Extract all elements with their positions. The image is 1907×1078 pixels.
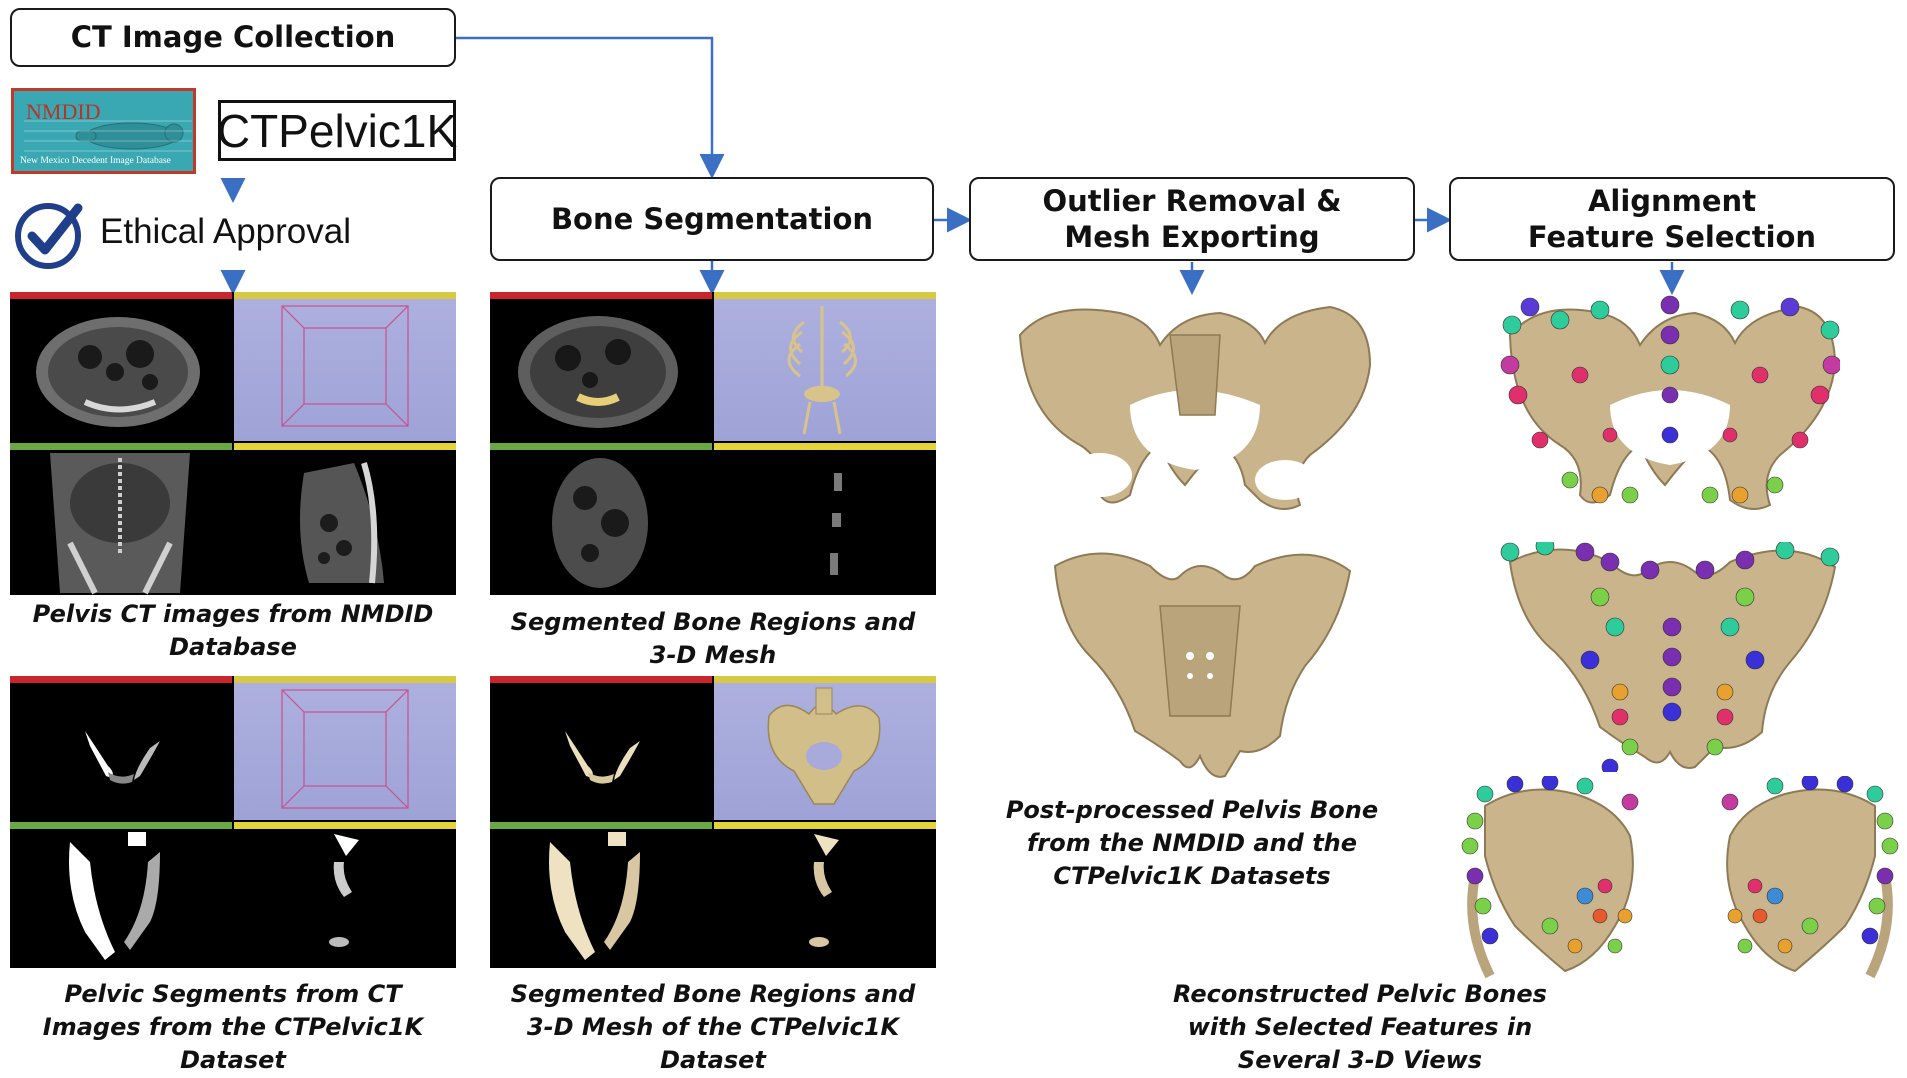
3d-empty-view <box>234 676 456 820</box>
caption-segmented-mesh: Segmented Bone Regions and 3-D Mesh <box>510 608 916 669</box>
axial-seg-view <box>490 292 712 441</box>
check-circle-icon <box>15 203 83 269</box>
coronal-mesh-view <box>490 822 712 968</box>
sagittal-view <box>234 443 456 595</box>
3d-pelvis-view <box>714 676 936 820</box>
segmentation-viewer-ctpelvic <box>490 676 936 968</box>
ctpelvic1k-logo: CTPelvic1K <box>216 100 458 161</box>
bone-segmentation-label: Bone Segmentation <box>550 201 874 236</box>
segment-viewer-ctpelvic <box>10 676 456 968</box>
caption-pelvis-ct: Pelvis CT images from NMDID Database <box>32 600 434 661</box>
ct-viewer-nmdid <box>10 292 456 595</box>
3d-skeleton-view <box>714 292 936 441</box>
sagittal-seg-view <box>714 443 936 595</box>
nmdid-logo-subtitle: New Mexico Decedent Image Database <box>20 156 171 166</box>
nmdid-logo: NMDID New Mexico Decedent Image Database <box>11 88 196 174</box>
caption-pelvic-segments: Pelvic Segments from CT Images from the … <box>42 980 424 1074</box>
nmdid-logo-title: NMDID <box>26 99 101 124</box>
3d-view <box>234 292 456 441</box>
pelvis-landmarks-front <box>1500 295 1840 510</box>
caption-segmented-mesh-ctpelvic: Segmented Bone Regions and 3-D Mesh of t… <box>510 980 916 1074</box>
axial-view <box>10 292 232 441</box>
alignment-feature-label: Alignment Feature Selection <box>1527 183 1817 254</box>
coronal-seg-view <box>490 443 712 595</box>
outlier-removal-label: Outlier Removal & Mesh Exporting <box>1042 183 1342 254</box>
ctpelvic1k-label: CTPelvic1K <box>216 104 458 157</box>
coronal-segments-view <box>10 822 232 968</box>
pelvis-mesh-back <box>1053 552 1352 778</box>
sagittal-segments-view <box>234 822 456 968</box>
arrow-collection-to-segmentation <box>456 36 725 179</box>
caption-reconstructed: Reconstructed Pelvic Bones with Selected… <box>1173 980 1547 1074</box>
sagittal-mesh-view <box>714 822 936 968</box>
ethical-approval-label: Ethical Approval <box>100 212 351 251</box>
axial-segments-view <box>10 676 232 820</box>
alignment-feature-box: Alignment Feature Selection <box>1449 177 1895 261</box>
axial-mesh-view <box>490 676 712 820</box>
ct-image-collection-box: CT Image Collection <box>10 8 456 67</box>
bone-segmentation-box: Bone Segmentation <box>490 177 934 261</box>
coronal-view <box>10 443 232 595</box>
ct-image-collection-label: CT Image Collection <box>70 20 396 55</box>
caption-post-processed: Post-processed Pelvis Bone from the NMDI… <box>1005 796 1379 890</box>
outlier-removal-box: Outlier Removal & Mesh Exporting <box>969 177 1415 261</box>
pelvis-mesh-front <box>1018 305 1372 510</box>
segmentation-viewer-nmdid <box>490 292 936 595</box>
pelvis-landmarks-back <box>1500 542 1840 772</box>
pelvis-landmarks-lateral <box>1461 776 1899 979</box>
